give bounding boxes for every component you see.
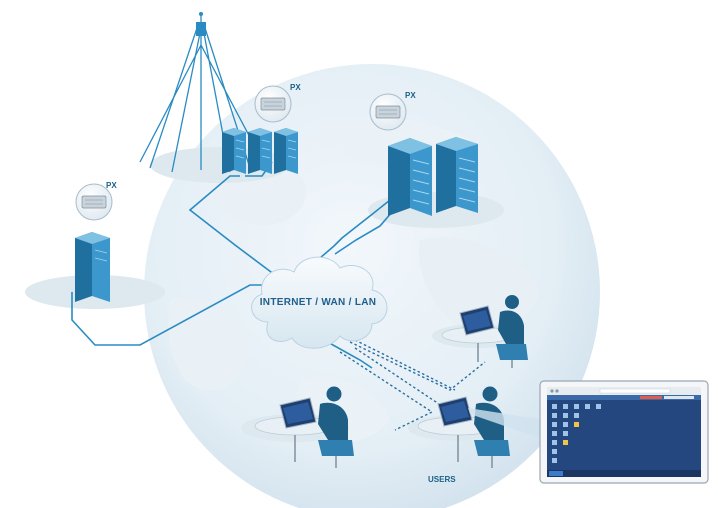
link-tower-site (188, 175, 276, 276)
link-to-user-bottom (339, 351, 434, 431)
px-label-rack: PX (290, 83, 301, 92)
user-person-left (318, 386, 354, 468)
internet-cloud: INTERNET / WAN / LAN (251, 256, 388, 349)
link-single-server (71, 284, 272, 346)
single-server (75, 232, 110, 302)
desktop-icon-accents (563, 422, 579, 445)
rack-server-1 (222, 128, 246, 174)
rack-server-2 (248, 128, 272, 174)
rack-server-3 (274, 128, 298, 174)
px-label-datacenter: PX (405, 91, 416, 100)
enlarged-screen-panel (539, 380, 709, 484)
px-badges: PX PX PX (75, 83, 416, 221)
data-center-towers (388, 137, 478, 216)
datacenter-tower-2 (436, 137, 478, 213)
px-label-single-server: PX (106, 181, 117, 190)
zoom-beam (468, 408, 545, 440)
rack-servers (222, 128, 298, 174)
px-badge-single-server: PX (75, 181, 117, 221)
user-links (339, 339, 486, 431)
user-workstation-top (441, 295, 528, 368)
link-to-user-mid (354, 347, 446, 409)
users-label: USERS (428, 475, 456, 484)
datacenter-tower-1 (388, 138, 432, 216)
link-datacenter-2 (334, 211, 393, 255)
link-cloud-lines (354, 339, 456, 391)
px-badge-rack: PX (254, 83, 301, 123)
link-datacenter (319, 199, 391, 259)
user-person-top (496, 295, 528, 368)
user-workstation-left (254, 386, 354, 468)
link-to-user-top (349, 341, 486, 391)
network-links (71, 161, 393, 369)
px-badge-datacenter: PX (369, 91, 416, 131)
desktop-icons (552, 404, 601, 463)
network-label: INTERNET / WAN / LAN (260, 297, 377, 308)
